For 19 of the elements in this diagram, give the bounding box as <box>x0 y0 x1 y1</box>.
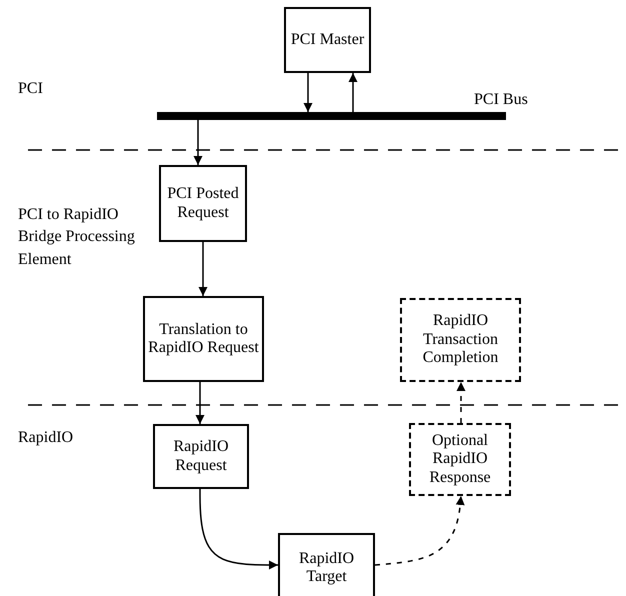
process-box: PCI Master <box>284 7 371 73</box>
process-box: PCI Posted Request <box>159 165 247 242</box>
dashed-process-box: Optional RapidIO Response <box>409 423 511 496</box>
arrow <box>348 73 358 112</box>
section-label: RapidIO <box>18 428 74 448</box>
arrow <box>374 496 465 566</box>
arrow <box>198 242 208 296</box>
dashed-process-box: RapidIO Transaction Completion <box>400 298 521 382</box>
process-box: RapidIO Request <box>153 424 249 489</box>
arrow <box>199 489 278 570</box>
process-box: RapidIO Target <box>278 533 375 596</box>
arrow <box>196 382 204 424</box>
section-label: PCI to RapidIO Bridge Processing Element <box>18 205 136 270</box>
arrow <box>194 120 202 165</box>
arrow <box>304 73 312 112</box>
section-label: PCI <box>18 79 44 99</box>
arrow <box>456 382 466 423</box>
process-box: Translation to RapidIO Request <box>143 296 264 382</box>
bus-label: PCI Bus <box>474 91 528 110</box>
